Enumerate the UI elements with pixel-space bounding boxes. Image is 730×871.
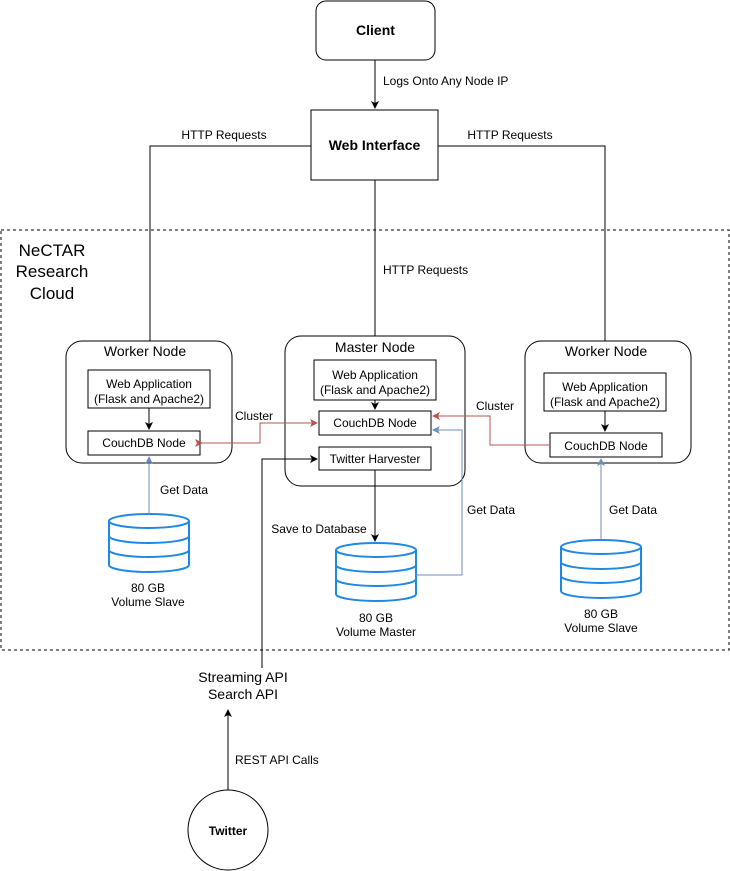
api-line-2: Search API <box>208 686 278 702</box>
edge-api-harvester <box>261 455 318 668</box>
worker-left-webapp-line-1: Web Application <box>106 377 192 391</box>
edge-cluster-right <box>432 412 550 446</box>
edge-cluster-right-label: Cluster <box>476 399 514 413</box>
volume-left-icon <box>108 513 190 573</box>
master-webapp-line-1: Web Application <box>332 368 418 382</box>
worker-left-webapp <box>87 369 211 409</box>
edge-http-center-label: HTTP Requests <box>383 263 468 277</box>
worker-right-webapp-line-1: Web Application <box>562 380 648 394</box>
region-label-line-3: Cloud <box>30 284 74 303</box>
volume-left-line-1: 80 GB <box>131 581 165 595</box>
master-title: Master Node <box>335 339 415 355</box>
volume-right-line-1: 80 GB <box>584 607 618 621</box>
region-label-line-2: Research <box>16 262 89 281</box>
worker-left-webapp-line-2: (Flask and Apache2) <box>94 392 204 406</box>
master-webapp-line-2: (Flask and Apache2) <box>320 383 430 397</box>
worker-right-title: Worker Node <box>565 343 647 359</box>
worker-right-couchdb-label: CouchDB Node <box>564 439 648 453</box>
edge-get-data-master <box>416 426 463 576</box>
worker-right-couchdb <box>549 432 663 458</box>
master-harvester-label: Twitter Harvester <box>330 452 421 466</box>
edge-save-db-label: Save to Database <box>271 522 367 536</box>
twitter-node <box>187 789 269 871</box>
master-webapp <box>313 359 437 401</box>
edge-rest-calls-label: REST API Calls <box>235 753 319 767</box>
volume-master-line-1: 80 GB <box>359 611 393 625</box>
master-couchdb <box>318 410 432 436</box>
edge-http-right-label: HTTP Requests <box>467 128 552 142</box>
volume-master-line-2: Volume Master <box>336 625 416 639</box>
master-couchdb-label: CouchDB Node <box>333 416 417 430</box>
edge-get-data-master-label: Get Data <box>467 503 515 517</box>
nectar-region <box>0 229 730 651</box>
edge-get-data-right-label: Get Data <box>609 503 657 517</box>
worker-left-title: Worker Node <box>104 343 186 359</box>
edge-cluster-left-label: Cluster <box>235 409 273 423</box>
edge-http-left <box>146 145 311 369</box>
twitter-label: Twitter <box>209 824 248 838</box>
worker-right-webapp-line-2: (Flask and Apache2) <box>550 395 660 409</box>
edge-http-right <box>438 145 609 372</box>
web-interface-label: Web Interface <box>329 137 421 153</box>
edge-logs-onto-label: Logs Onto Any Node IP <box>383 74 508 88</box>
volume-right-icon <box>560 539 642 599</box>
web-interface-node <box>310 109 439 181</box>
client-label: Client <box>356 22 395 38</box>
edge-http-left-label: HTTP Requests <box>181 128 266 142</box>
region-label-line-1: NeCTAR <box>19 241 86 260</box>
worker-left-couchdb-label: CouchDB Node <box>102 436 186 450</box>
edge-cluster-left <box>195 419 318 447</box>
api-line-1: Streaming API <box>198 669 288 685</box>
volume-left-line-2: Volume Slave <box>111 595 185 609</box>
volume-right-line-2: Volume Slave <box>564 621 638 635</box>
edge-get-data-left-label: Get Data <box>160 483 208 497</box>
worker-right-webapp <box>543 372 667 412</box>
volume-master-icon <box>335 542 417 602</box>
